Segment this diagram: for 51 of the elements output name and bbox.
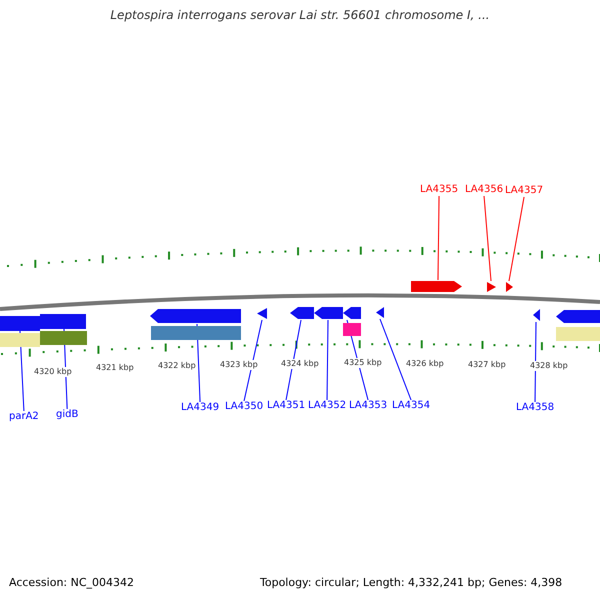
gene-feature (506, 281, 513, 293)
gene-feature (487, 281, 496, 293)
gene-block (0, 316, 40, 331)
gene-feature (314, 306, 343, 320)
scale-label: 4320 kbp (34, 367, 72, 377)
leader-line (380, 318, 412, 400)
gene-label: LA4357 (505, 185, 544, 197)
gene-feature (533, 308, 540, 322)
gene-block (40, 331, 87, 345)
gene-label: LA4356 (465, 184, 504, 196)
gene-label: LA4352 (308, 400, 346, 412)
gene-feature (411, 280, 462, 293)
leader-line (286, 320, 302, 400)
title: Leptospira interrogans serovar Lai str. 56601 chromosome I, ... (109, 8, 491, 22)
gene-block (40, 314, 86, 329)
leader-line (244, 320, 262, 402)
gene-label: gidB (56, 409, 78, 421)
gene-label: parA2 (9, 411, 39, 423)
gene-label: LA4349 (181, 402, 220, 414)
gene-block (556, 327, 600, 341)
scale-label: 4327 kbp (468, 360, 506, 370)
gene-feature (376, 306, 384, 319)
gene-label: LA4358 (516, 402, 554, 414)
gene-feature (257, 307, 267, 320)
gene-feature (343, 306, 361, 320)
scale-label: 4321 kbp (96, 363, 134, 373)
scale-label: 4328 kbp (530, 361, 568, 371)
gene-feature (150, 308, 241, 324)
leader-line (484, 196, 492, 282)
gene-block (343, 323, 361, 336)
leader-line (508, 196, 525, 282)
scale-label: 4324 kbp (281, 359, 319, 369)
footer-text: Accession: NC_004342 (9, 576, 134, 589)
scale-label: 4325 kbp (344, 358, 382, 368)
gene-block (0, 333, 40, 347)
gene-label: LA4353 (349, 400, 388, 412)
scale-label: 4322 kbp (158, 361, 196, 371)
leader-line (346, 320, 369, 400)
gene-feature (290, 306, 314, 320)
gene-feature (556, 309, 600, 324)
gene-label: LA4351 (267, 400, 306, 412)
gene-label: LA4350 (225, 401, 264, 413)
gene-block (151, 326, 241, 340)
leader-line (534, 322, 536, 402)
gene-label: LA4355 (420, 184, 458, 196)
scale-label: 4326 kbp (406, 359, 444, 369)
scale-label: 4323 kbp (220, 360, 258, 370)
leader-line (326, 320, 328, 400)
gene-label: LA4354 (392, 400, 430, 412)
leader-line (438, 196, 440, 280)
footer-text: Topology: circular; Length: 4,332,241 bp; Genes: 4,398 (260, 576, 562, 589)
